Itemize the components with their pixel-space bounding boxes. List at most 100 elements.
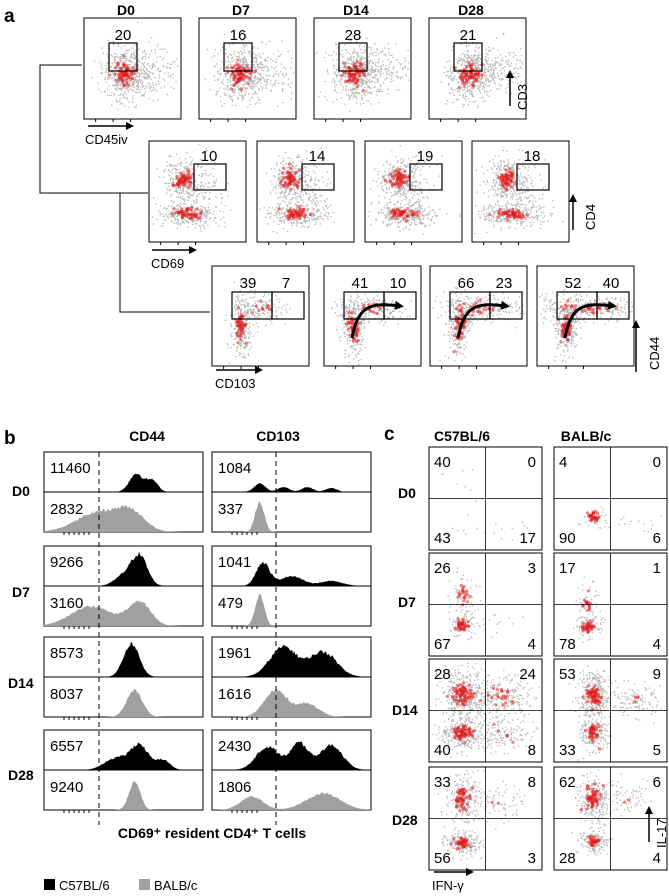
cd103-axis-label: CD103 — [215, 376, 255, 391]
dense-cell-dot — [580, 310, 585, 314]
dense-cell-dot — [461, 78, 465, 82]
dense-cell-dot — [114, 65, 118, 70]
dense-cell-dot — [452, 836, 456, 841]
dense-cell-dot — [598, 729, 602, 733]
dense-cell-dot — [591, 728, 595, 732]
dense-cell-dot — [459, 841, 463, 845]
dense-cell-dot — [372, 310, 376, 314]
dense-cell-dot — [282, 176, 286, 180]
dense-cell-dot — [125, 80, 129, 84]
dense-cell-dot — [590, 806, 594, 810]
dense-cell-dot — [401, 211, 405, 215]
dense-cell-dot — [283, 180, 287, 184]
dense-cell-dot — [589, 838, 593, 842]
dense-cell-dot — [466, 600, 470, 604]
dense-cell-dot — [496, 729, 500, 733]
dense-cell-dot — [461, 699, 465, 703]
dense-cell-dot — [457, 624, 461, 629]
upper-right-value: 24 — [519, 666, 536, 683]
trajectory-arrow — [456, 300, 510, 339]
dense-cell-dot — [239, 71, 243, 75]
dense-cell-dot — [462, 726, 466, 730]
gray-mfi-value: 3160 — [50, 595, 83, 612]
lower-right-value: 17 — [519, 530, 536, 547]
dense-cell-dot — [595, 687, 600, 691]
dense-cell-dot — [596, 692, 600, 696]
dense-cell-dot — [492, 722, 496, 726]
dense-cell-dot — [172, 207, 176, 211]
dense-cell-dot — [265, 306, 269, 310]
dense-cell-dot — [245, 64, 249, 68]
dense-cell-dot — [586, 589, 591, 593]
dense-cell-dot — [355, 60, 359, 64]
balbc-column-header: BALB/c — [561, 428, 612, 444]
dense-cell-dot — [347, 75, 351, 79]
lower-right-value: 6 — [653, 530, 661, 547]
dense-cell-dot — [462, 787, 466, 791]
dense-cell-dot — [590, 835, 594, 839]
dense-cell-dot — [593, 515, 598, 519]
gate-value: 19 — [417, 148, 434, 165]
dense-cell-dot — [347, 311, 351, 315]
dense-cell-dot — [462, 627, 466, 631]
dense-cell-dot — [567, 332, 572, 336]
dense-cell-dot — [513, 181, 517, 186]
dense-cell-dot — [459, 583, 463, 588]
dense-cell-dot — [287, 181, 292, 185]
dense-cell-dot — [462, 599, 466, 603]
dense-cell-dot — [495, 693, 499, 697]
dense-cell-dot — [594, 692, 598, 696]
upper-left-value: 33 — [434, 774, 451, 791]
dense-cell-dot — [511, 207, 515, 211]
dense-cell-dot — [397, 172, 401, 176]
dense-cell-dot — [566, 299, 570, 303]
gate-value: 10 — [201, 148, 218, 165]
dense-cell-dot — [462, 324, 467, 328]
panel-a-axes: CD45iv CD3 CD69 CD4 CD103 CD44 — [85, 70, 662, 391]
dense-cell-dot — [455, 698, 459, 702]
dense-cell-dot — [456, 684, 460, 688]
dense-cell-dot — [497, 176, 501, 180]
dense-cell-dot — [517, 209, 521, 213]
dense-cell-dot — [462, 732, 466, 736]
black-histogram — [44, 641, 203, 677]
dense-cell-dot — [369, 309, 373, 313]
dense-cell-dot — [594, 793, 598, 797]
dense-cell-dot — [468, 683, 472, 687]
dense-cell-dot — [180, 207, 184, 211]
dense-cell-dot — [346, 79, 351, 83]
panel-b-day-d0: D0 — [12, 483, 30, 499]
dense-cell-dot — [500, 181, 504, 185]
dense-cell-dot — [591, 690, 596, 694]
lower-left-value: 56 — [434, 850, 451, 867]
dense-cell-dot — [352, 62, 356, 66]
dense-cell-dot — [254, 304, 259, 308]
dense-cell-dot — [465, 589, 469, 593]
dense-cell-dot — [596, 694, 600, 698]
left-gate-value: 52 — [565, 275, 582, 292]
dense-cell-dot — [241, 326, 245, 330]
dense-cell-dot — [188, 216, 192, 220]
dense-cell-dot — [346, 320, 350, 324]
dense-cell-dot — [449, 842, 453, 846]
dense-cell-dot — [488, 213, 492, 217]
dense-cell-dot — [500, 210, 505, 214]
trajectory-arrow — [563, 300, 617, 339]
dense-cell-dot — [480, 73, 484, 77]
dense-cell-dot — [284, 175, 289, 179]
dense-cell-dot — [278, 181, 283, 185]
dense-cell-dot — [347, 67, 352, 71]
dense-cell-dot — [467, 730, 471, 734]
black-mfi-value: 11460 — [50, 460, 91, 477]
upper-right-value: 1 — [653, 560, 661, 577]
dense-cell-dot — [593, 782, 597, 786]
dense-cell-dot — [289, 188, 293, 192]
dense-cell-dot — [298, 209, 302, 213]
dense-cell-dot — [245, 75, 249, 79]
left-gate-value: 39 — [240, 275, 257, 292]
dense-cell-dot — [232, 83, 236, 87]
dense-cell-dot — [398, 178, 403, 182]
dense-cell-dot — [107, 73, 112, 77]
dense-cell-dot — [293, 209, 297, 213]
